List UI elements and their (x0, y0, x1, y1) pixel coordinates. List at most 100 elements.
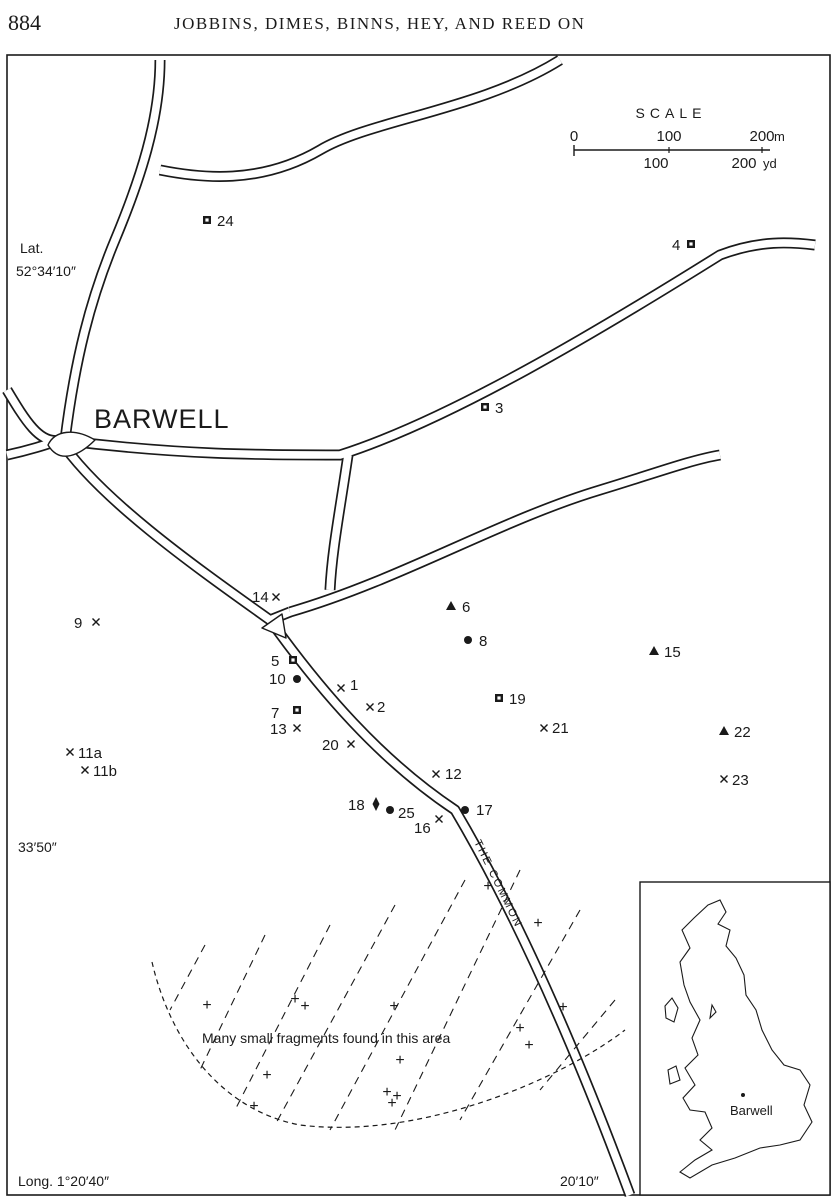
find-label: 24 (217, 213, 234, 230)
find-label: 15 (664, 644, 681, 661)
svg-text:+: + (483, 878, 492, 895)
square-dot-symbol (495, 694, 503, 702)
find-marker-22: 22 (719, 724, 751, 741)
fragment-area-note: Many small fragments found in this area (202, 1030, 450, 1046)
find-label: 6 (462, 599, 470, 616)
lat-bottom-label: 33′50″ (18, 839, 57, 855)
find-marker-2: 2 (366, 699, 385, 716)
triangle-symbol (446, 601, 456, 610)
roundabout-island (47, 431, 96, 457)
svg-text:+: + (515, 1020, 524, 1037)
square-dot-symbol (203, 216, 211, 224)
inset-label: Barwell (730, 1103, 773, 1118)
svg-text:+: + (392, 1088, 401, 1105)
lat-label: Lat. (20, 240, 43, 256)
dot-symbol (461, 806, 469, 814)
find-marker-17: 17 (461, 802, 493, 819)
svg-text:+: + (387, 1095, 396, 1112)
fragment-area: ++ +++ +++ +++ +++ + Many small fragment… (151, 869, 626, 1131)
cross-symbol (66, 748, 74, 756)
inset-britain-outline (664, 899, 813, 1179)
find-marker-9: 9 (74, 615, 100, 632)
svg-text:+: + (395, 1052, 404, 1069)
scale-m-tick-100: 100 (656, 128, 681, 145)
scale-m-tick-200: 200 (749, 128, 774, 145)
find-marker-1: 1 (337, 677, 358, 694)
find-marker-11b: 11b (81, 763, 117, 780)
cross-symbol (337, 684, 345, 692)
find-marker-25: 25 (386, 805, 415, 822)
find-marker-23: 23 (720, 772, 749, 789)
find-label: 11a (78, 745, 103, 762)
svg-text:+: + (524, 1037, 533, 1054)
find-marker-5: 5 (271, 653, 297, 670)
scale-yd-unit: yd (763, 156, 777, 171)
fragment-plus-marks: ++ +++ +++ +++ +++ + (202, 878, 567, 1115)
square-dot-symbol (293, 706, 301, 714)
find-label: 25 (398, 805, 415, 822)
svg-text:+: + (300, 998, 309, 1015)
svg-text:+: + (558, 999, 567, 1016)
find-label: 7 (271, 705, 279, 722)
find-marker-12: 12 (432, 766, 462, 783)
junction-island (261, 613, 287, 639)
square-dot-symbol (481, 403, 489, 411)
square-dot-symbol (289, 656, 297, 664)
find-marker-16: 16 (414, 815, 443, 837)
find-label: 8 (479, 633, 487, 650)
cross-symbol (272, 593, 280, 601)
long-right-label: 20′10″ (560, 1173, 599, 1189)
find-label: 22 (734, 724, 751, 741)
find-label: 16 (414, 820, 431, 837)
scale-m-tick-0: 0 (570, 128, 578, 145)
scale-m-unit: m (774, 129, 785, 144)
cross-symbol (81, 766, 89, 774)
find-marker-14: 14 (252, 589, 280, 606)
dot-symbol (386, 806, 394, 814)
triangle-symbol (719, 726, 729, 735)
svg-text:+: + (262, 1067, 271, 1084)
find-label: 4 (672, 237, 680, 254)
find-label: 19 (509, 691, 526, 708)
cross-symbol (540, 724, 548, 732)
find-marker-6: 6 (446, 599, 470, 616)
find-label: 20 (322, 737, 339, 754)
triangle-symbol (649, 646, 659, 655)
find-marker-3: 3 (481, 400, 503, 417)
find-marker-24: 24 (203, 213, 234, 230)
find-label: 23 (732, 772, 749, 789)
find-label: 21 (552, 720, 569, 737)
cross-symbol (366, 703, 374, 711)
find-label: 9 (74, 615, 82, 632)
svg-text:+: + (382, 1084, 391, 1101)
running-title: JOBBINS, DIMES, BINNS, HEY, AND REED ON (174, 14, 586, 33)
long-left-label: Long. 1°20′40″ (18, 1173, 109, 1189)
find-marker-7: 7 (271, 705, 301, 722)
road-label: THE COMMON (471, 838, 524, 930)
find-label: 3 (495, 400, 503, 417)
find-marker-15: 15 (649, 644, 681, 661)
scale-yd-tick-200: 200 (731, 155, 756, 172)
diamond-symbol (372, 797, 380, 811)
inset-barwell-dot (741, 1093, 745, 1097)
find-label: 18 (348, 797, 365, 814)
find-marker-18: 18 (348, 797, 380, 814)
find-marker-10: 10 (269, 671, 301, 688)
find-label: 12 (445, 766, 462, 783)
svg-text:+: + (290, 991, 299, 1008)
inset-map: Barwell (639, 881, 831, 1196)
find-label: 10 (269, 671, 286, 688)
find-label: 14 (252, 589, 269, 606)
find-label: 1 (350, 677, 358, 694)
cross-symbol (720, 775, 728, 783)
page-number: 884 (8, 10, 41, 35)
map-frame (6, 54, 831, 1196)
scale-bar: SCALE 0 100 200 m 100 200 yd (570, 105, 785, 172)
graticule-labels: Lat. 52°34′10″ 33′50″ Long. 1°20′40″ 20′… (16, 240, 599, 1189)
svg-text:+: + (202, 997, 211, 1014)
find-label: 11b (93, 763, 117, 780)
find-label: 13 (270, 721, 287, 738)
fragment-area-hatching (169, 869, 616, 1131)
find-label: 5 (271, 653, 279, 670)
